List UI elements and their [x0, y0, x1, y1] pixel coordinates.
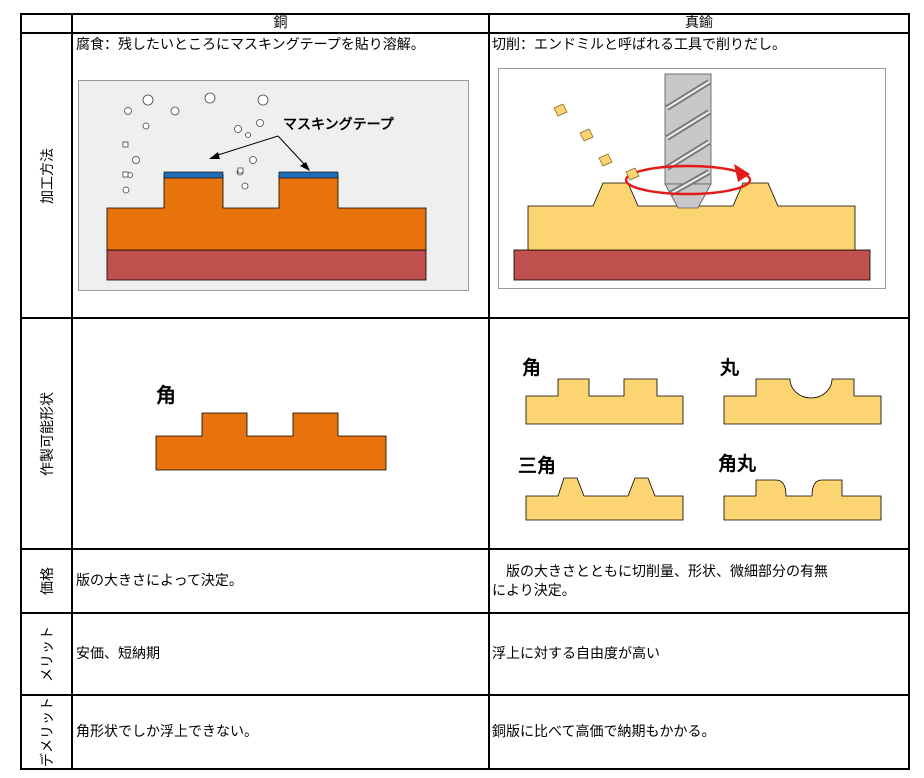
- brass-milling-diagram: [498, 68, 886, 289]
- brass-shape-label-round: 丸: [719, 357, 740, 379]
- brass-merit-text: 浮上に対する自由度が高い: [492, 646, 660, 662]
- brass-price-text-line2: により決定。: [492, 583, 576, 599]
- column-header-copper: 銅: [273, 15, 288, 31]
- row-label-demerit: デメリット: [39, 697, 56, 767]
- row-label-price: 価格: [39, 567, 56, 595]
- cutting-chips: [553, 103, 640, 181]
- brass-shape-label-triangle: 三角: [518, 454, 556, 477]
- column-header-brass: 真鍮: [685, 15, 713, 31]
- end-mill-tool: [664, 73, 712, 209]
- rotation-arrow: [624, 164, 752, 196]
- leader-line-left: [217, 135, 279, 156]
- row-label-processing: 加工方法: [39, 147, 56, 204]
- copper-etching-diagram: マスキングテープ: [78, 80, 469, 291]
- table-border-row3: [20, 612, 910, 614]
- row-label-shapes: 作製可能形状: [39, 391, 56, 476]
- table-border-header: [20, 32, 910, 34]
- brass-body: [527, 182, 856, 251]
- table-border-label: [71, 13, 73, 770]
- brass-shape-rounded-square: 角丸: [718, 452, 882, 521]
- table-border-bottom: [20, 768, 910, 770]
- table-border-row1: [20, 317, 910, 319]
- brass-square-profile: [525, 378, 684, 425]
- table-border-mid: [488, 13, 490, 770]
- brass-rounded-square-profile: [723, 479, 882, 521]
- copper-base-plate: [106, 249, 427, 281]
- table-border-left: [20, 13, 22, 770]
- table-border-top: [20, 13, 910, 15]
- copper-demerit-text: 角形状でしか浮上できない。: [76, 724, 258, 740]
- copper-shape-label: 角: [156, 383, 176, 407]
- masking-tape-right: [278, 171, 339, 179]
- copper-body: [106, 174, 427, 251]
- brass-base-plate: [513, 249, 871, 281]
- copper-merit-text: 安価、短納期: [76, 646, 160, 662]
- brass-shape-triangle: 三角: [518, 454, 684, 521]
- brass-shape-round: 丸: [719, 357, 882, 425]
- table-border-row4: [20, 694, 910, 696]
- copper-process-text: 腐食：残したいところにマスキングテープを貼り溶解。: [76, 37, 425, 53]
- leader-arrow-right: [300, 162, 310, 171]
- copper-square-profile: [155, 412, 387, 471]
- brass-shapes-diagram: 角 丸 三角 角丸: [518, 356, 882, 521]
- brass-price-text-line1: 版の大きさとともに切削量、形状、微細部分の有無: [492, 564, 828, 580]
- brass-shape-label-square: 角: [522, 356, 541, 379]
- masking-tape-label: マスキングテープ: [283, 116, 395, 133]
- copper-shape-diagram: 角: [155, 383, 387, 471]
- rotation-arrow-head: [734, 164, 750, 182]
- leader-arrow-left: [209, 152, 220, 159]
- brass-round-profile: [723, 378, 882, 425]
- brass-demerit-text: 銅版に比べて高価で納期もかかる。: [492, 724, 716, 740]
- masking-tape-left: [163, 171, 224, 179]
- brass-triangle-profile: [525, 477, 684, 521]
- brass-shape-square: 角: [522, 356, 684, 425]
- table-border-row2: [20, 548, 910, 550]
- brass-process-text: 切削：エンドミルと呼ばれる工具で削りだし。: [492, 37, 786, 53]
- table-border-right: [908, 13, 910, 770]
- row-label-merit: メリット: [39, 626, 56, 682]
- brass-shape-label-rounded-square: 角丸: [718, 452, 757, 475]
- copper-price-text: 版の大きさによって決定。: [76, 573, 243, 589]
- leader-line-right: [277, 135, 307, 167]
- etching-squares: [122, 141, 244, 178]
